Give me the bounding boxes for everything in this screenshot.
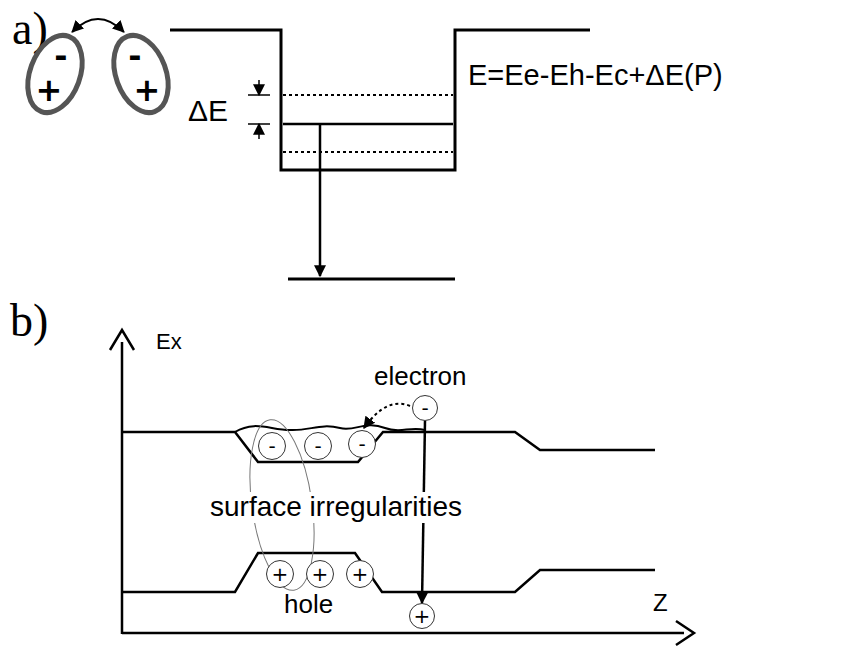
delta-e-label: ΔE <box>188 94 228 127</box>
dipole-ellipse: -+ <box>102 30 180 118</box>
panel-label: b) <box>10 296 48 347</box>
y-axis <box>121 342 124 634</box>
charge-sign: + <box>352 564 369 584</box>
ground-level <box>288 278 455 281</box>
axis-label: Ex <box>156 330 182 354</box>
split-arrow <box>258 124 260 139</box>
charge-sign: - <box>358 434 365 454</box>
charge-sign: + <box>272 564 289 584</box>
energy-level-upper <box>283 94 453 96</box>
energy-formula: E=Ee-Eh-Ec+ΔE(P) <box>468 60 723 92</box>
charge-circle: + <box>346 560 374 588</box>
charge-sign: - <box>128 40 141 72</box>
charge-circle: - <box>258 432 286 460</box>
charge-circle: + <box>409 603 435 629</box>
ellipse-shape <box>18 30 92 118</box>
axis-head <box>110 330 134 350</box>
energy-level <box>283 123 453 126</box>
charge-sign: + <box>414 606 431 626</box>
charge-circle: - <box>348 430 376 458</box>
charge-sign: - <box>268 436 275 456</box>
charge-circle: - <box>412 395 438 421</box>
quantum-well <box>170 30 590 170</box>
charge-sign: + <box>312 564 329 584</box>
interaction-arrow <box>72 19 124 32</box>
axis-head <box>676 621 694 645</box>
charge-circle: + <box>266 560 294 588</box>
charge-sign: - <box>421 398 428 418</box>
ellipse-shape <box>104 30 178 118</box>
region-label: surface irregularities <box>208 492 464 523</box>
particle-label: electron <box>374 362 467 391</box>
particle-label: hole <box>284 590 333 619</box>
charge-sign: - <box>54 40 67 72</box>
conduction-band <box>122 432 655 462</box>
capture-arrow <box>364 404 410 428</box>
x-axis <box>122 632 684 635</box>
charge-circle: - <box>304 432 332 460</box>
charge-sign: - <box>314 436 321 456</box>
split-arrow <box>258 80 260 95</box>
dipole-ellipse: -+ <box>16 30 94 118</box>
surface-roughness <box>235 425 425 432</box>
valence-band <box>122 553 655 592</box>
transition-arrow <box>319 124 322 276</box>
energy-level-lower <box>283 151 453 153</box>
charge-sign: + <box>134 74 161 106</box>
charge-sign: + <box>36 74 63 106</box>
charge-circle: + <box>306 560 334 588</box>
axis-label: Z <box>653 590 668 616</box>
